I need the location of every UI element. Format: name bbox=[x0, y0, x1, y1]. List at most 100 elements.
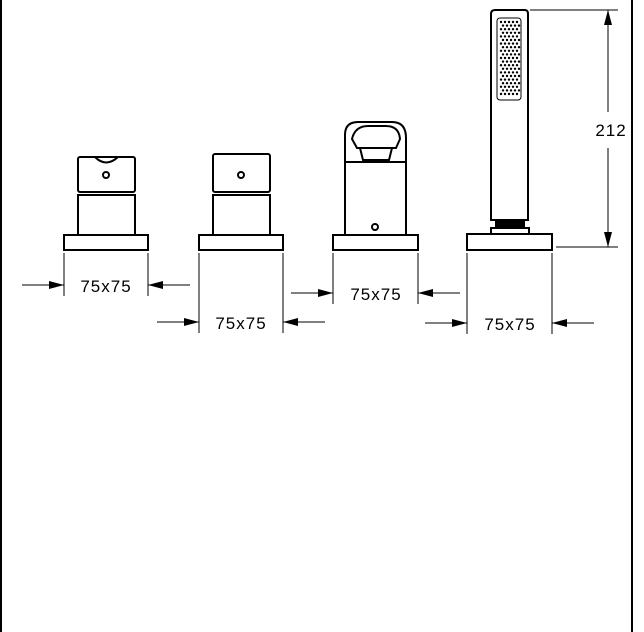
dim-1-label: 75x75 bbox=[80, 277, 131, 296]
unit-4-holder-collar bbox=[490, 227, 530, 235]
spray-hole bbox=[503, 92, 507, 96]
spray-hole bbox=[515, 42, 519, 45]
spray-hole bbox=[511, 85, 515, 89]
spray-hole bbox=[513, 89, 517, 92]
spray-hole bbox=[515, 56, 519, 60]
spray-hole bbox=[517, 60, 521, 63]
spray-hole bbox=[507, 20, 511, 24]
spray-hole bbox=[511, 49, 515, 52]
unit-4-spray-face bbox=[496, 17, 522, 101]
spray-hole bbox=[507, 42, 511, 45]
spray-hole bbox=[515, 78, 519, 81]
dimension-unit-3: 75x75 bbox=[291, 253, 460, 304]
spray-hole bbox=[507, 71, 511, 74]
spray-hole bbox=[511, 42, 515, 45]
spray-hole bbox=[517, 24, 521, 27]
dim-4-arrow-right bbox=[552, 319, 567, 327]
spray-hole bbox=[509, 38, 513, 42]
height-arrow-top bbox=[604, 10, 612, 25]
spray-hole bbox=[515, 71, 519, 74]
spray-hole bbox=[515, 49, 519, 52]
spray-hole bbox=[517, 46, 521, 49]
spray-hole bbox=[507, 92, 511, 96]
spray-hole bbox=[507, 28, 511, 31]
spray-hole bbox=[509, 60, 513, 63]
unit-2-handle bbox=[212, 153, 271, 193]
spray-hole bbox=[511, 28, 515, 31]
spray-hole bbox=[505, 46, 509, 49]
spray-hole bbox=[499, 35, 503, 38]
dim-1-arrow-left bbox=[49, 281, 64, 289]
spray-hole bbox=[515, 35, 519, 38]
unit-3-spout bbox=[332, 121, 419, 251]
spray-hole bbox=[501, 53, 505, 56]
spray-hole bbox=[499, 28, 503, 31]
spray-hole bbox=[503, 42, 507, 45]
unit-1-handle bbox=[77, 156, 136, 193]
spray-hole bbox=[515, 63, 519, 67]
spray-hole bbox=[501, 74, 505, 78]
unit-2-mixer bbox=[198, 153, 284, 251]
spray-hole bbox=[513, 31, 517, 34]
spray-hole bbox=[515, 92, 519, 96]
spray-hole bbox=[509, 24, 513, 27]
spray-hole bbox=[511, 63, 515, 67]
spray-hole bbox=[499, 63, 503, 67]
spray-hole bbox=[505, 38, 509, 42]
dim-3-arrow-right bbox=[418, 289, 433, 297]
spray-hole bbox=[499, 56, 503, 60]
spray-hole bbox=[517, 74, 521, 78]
spray-hole bbox=[513, 74, 517, 78]
dimension-unit-4: 75x75 bbox=[425, 253, 594, 334]
spray-hole bbox=[513, 46, 517, 49]
spray-hole bbox=[501, 82, 505, 85]
spray-hole bbox=[499, 71, 503, 74]
spray-hole bbox=[515, 85, 519, 89]
spray-hole bbox=[507, 35, 511, 38]
spray-hole bbox=[503, 49, 507, 52]
spray-hole bbox=[507, 78, 511, 81]
dim-4-arrow-left bbox=[452, 319, 467, 327]
spray-hole bbox=[515, 20, 519, 24]
spray-hole bbox=[513, 82, 517, 85]
spray-hole bbox=[509, 74, 513, 78]
spray-hole bbox=[501, 46, 505, 49]
height-label: 212 bbox=[595, 121, 626, 140]
spray-hole bbox=[515, 28, 519, 31]
unit-4-base-plate bbox=[466, 233, 553, 251]
spray-hole bbox=[507, 49, 511, 52]
spray-hole bbox=[503, 63, 507, 67]
spray-hole bbox=[509, 67, 513, 71]
dimension-unit-2: 75x75 bbox=[157, 253, 325, 333]
spray-hole bbox=[505, 53, 509, 56]
spray-hole bbox=[509, 82, 513, 85]
unit-2-indicator-dot bbox=[237, 171, 245, 179]
spray-hole bbox=[501, 67, 505, 71]
unit-3-spout-lip bbox=[359, 147, 393, 161]
spray-hole bbox=[499, 20, 503, 24]
spray-hole bbox=[511, 35, 515, 38]
spray-hole bbox=[513, 60, 517, 63]
spray-hole bbox=[517, 53, 521, 56]
spray-hole bbox=[505, 89, 509, 92]
spray-hole bbox=[511, 20, 515, 24]
spray-hole bbox=[499, 92, 503, 96]
spray-hole bbox=[511, 92, 515, 96]
spray-hole bbox=[513, 24, 517, 27]
dim-2-label: 75x75 bbox=[215, 314, 266, 333]
spray-hole bbox=[505, 24, 509, 27]
spray-hole bbox=[503, 56, 507, 60]
spray-hole bbox=[503, 35, 507, 38]
unit-4-hose-connector bbox=[495, 220, 525, 228]
spray-hole bbox=[517, 89, 521, 92]
spray-hole bbox=[505, 74, 509, 78]
spray-hole bbox=[499, 78, 503, 81]
spray-hole bbox=[501, 89, 505, 92]
spray-hole bbox=[505, 31, 509, 34]
unit-1-handle-notch bbox=[94, 156, 119, 164]
spray-hole bbox=[509, 89, 513, 92]
spray-hole bbox=[517, 82, 521, 85]
unit-1-base-plate bbox=[63, 234, 149, 251]
unit-4-hand-shower bbox=[466, 9, 553, 251]
